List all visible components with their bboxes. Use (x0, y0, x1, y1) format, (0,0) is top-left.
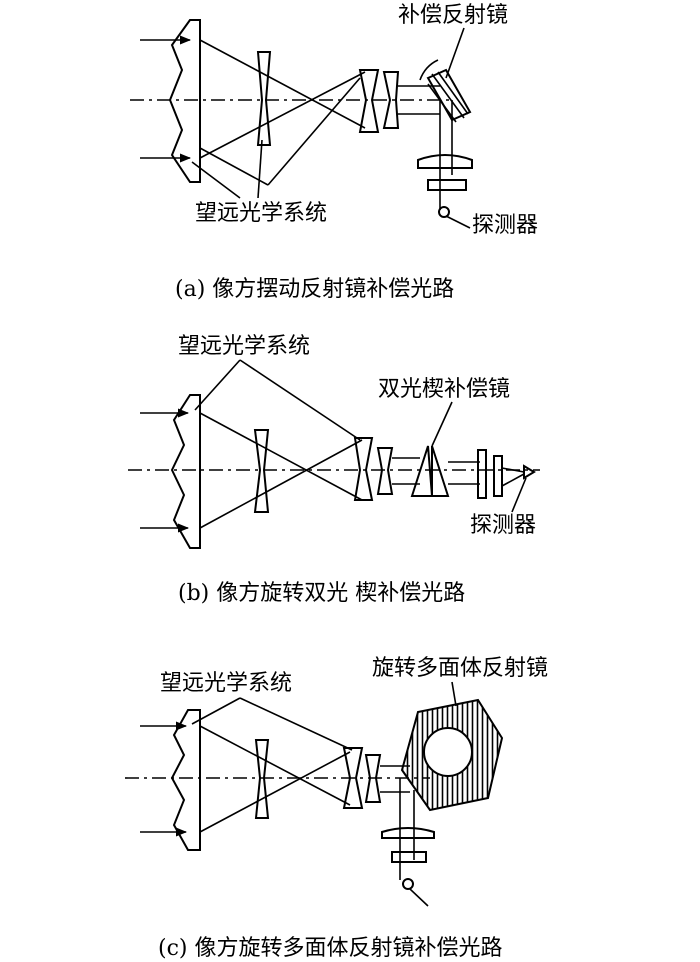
leader-compensator-a (445, 27, 465, 79)
relay-lens-a2 (427, 179, 467, 191)
ray-a3 (199, 147, 269, 186)
leader-detector-a (445, 215, 471, 229)
caption-a: (a) 像方摆动反射镜补偿光路 (175, 277, 454, 302)
wedge-b2 (431, 445, 450, 497)
relay-lens-b1 (477, 449, 487, 499)
eyepiece-lens-a1 (358, 69, 380, 133)
eyepiece-lens-b2 (376, 447, 394, 495)
relay-lens-a1 (417, 154, 473, 169)
primary-lens-c (170, 709, 201, 851)
ray-b2 (199, 439, 363, 529)
beam-b-focus1 (501, 467, 525, 473)
label-compensator-b: 双光楔补偿镜 (378, 377, 510, 402)
polygon-mirror-hub (423, 727, 473, 777)
label-telescope-b: 望远光学系统 (178, 334, 310, 359)
detector-b (523, 464, 536, 480)
leader-detector-b (511, 477, 527, 513)
detector-a (438, 206, 450, 218)
relay-lens-b2 (493, 455, 503, 497)
panel-b: 望远光学系统 双光楔补偿镜 探测器 (b) 像方旋转双光 楔补偿光路 (128, 334, 540, 606)
second-lens-b (253, 429, 270, 513)
panel-c: 望远光学系统 旋转多面体反射镜 (c) 像方旋转多面体反射镜补偿光路 (125, 656, 548, 961)
caption-c: (c) 像方旋转多面体反射镜补偿光路 (158, 936, 502, 961)
label-compensator-c: 旋转多面体反射镜 (372, 656, 548, 681)
leader-compensator-c (451, 681, 457, 707)
label-detector-b: 探测器 (470, 513, 536, 538)
eyepiece-lens-c2 (364, 754, 382, 803)
leader-compensator-b (431, 401, 453, 447)
relay-lens-c1 (381, 827, 435, 839)
eyepiece-lens-a2 (382, 71, 400, 129)
ray-a1 (199, 39, 366, 129)
ray-a2 (199, 71, 366, 159)
ray-c1 (199, 725, 351, 806)
leader-telescope-c1 (191, 697, 241, 725)
label-telescope-a: 望远光学系统 (195, 201, 327, 226)
label-detector-a: 探测器 (472, 213, 538, 238)
ray-a4 (267, 77, 361, 186)
second-lens-a (256, 51, 272, 146)
mirror-hatch-a2 (437, 71, 469, 115)
leader-telescope-a2 (257, 139, 263, 199)
leader-telescope-b2 (239, 359, 361, 441)
leader-telescope-a1 (191, 161, 241, 199)
wedge-b1 (410, 445, 434, 497)
second-lens-c (254, 739, 270, 819)
ray-c2 (199, 751, 351, 833)
label-telescope-c: 望远光学系统 (160, 671, 292, 696)
leader-telescope-c2 (239, 697, 353, 751)
primary-lens-b (170, 394, 201, 549)
relay-lens-c2 (391, 851, 427, 863)
panel-a: 补偿反射镜 望远光学系统 探测器 (a) 像方摆动反射镜补偿光路 (130, 3, 538, 302)
mirror-swing-arc (419, 59, 439, 81)
caption-b: (b) 像方旋转双光 楔补偿光路 (178, 581, 465, 606)
primary-lens-a (168, 19, 201, 183)
eyepiece-lens-c1 (342, 747, 364, 809)
label-compensator-a: 补偿反射镜 (398, 3, 508, 28)
mirror-hatch-a1 (431, 73, 465, 119)
detector-c (402, 878, 414, 890)
eyepiece-lens-b1 (353, 437, 374, 501)
leader-detector-c (409, 888, 429, 907)
ray-b1 (199, 412, 363, 501)
beam-b-focus2 (501, 473, 525, 487)
leader-telescope-b1 (194, 359, 241, 411)
